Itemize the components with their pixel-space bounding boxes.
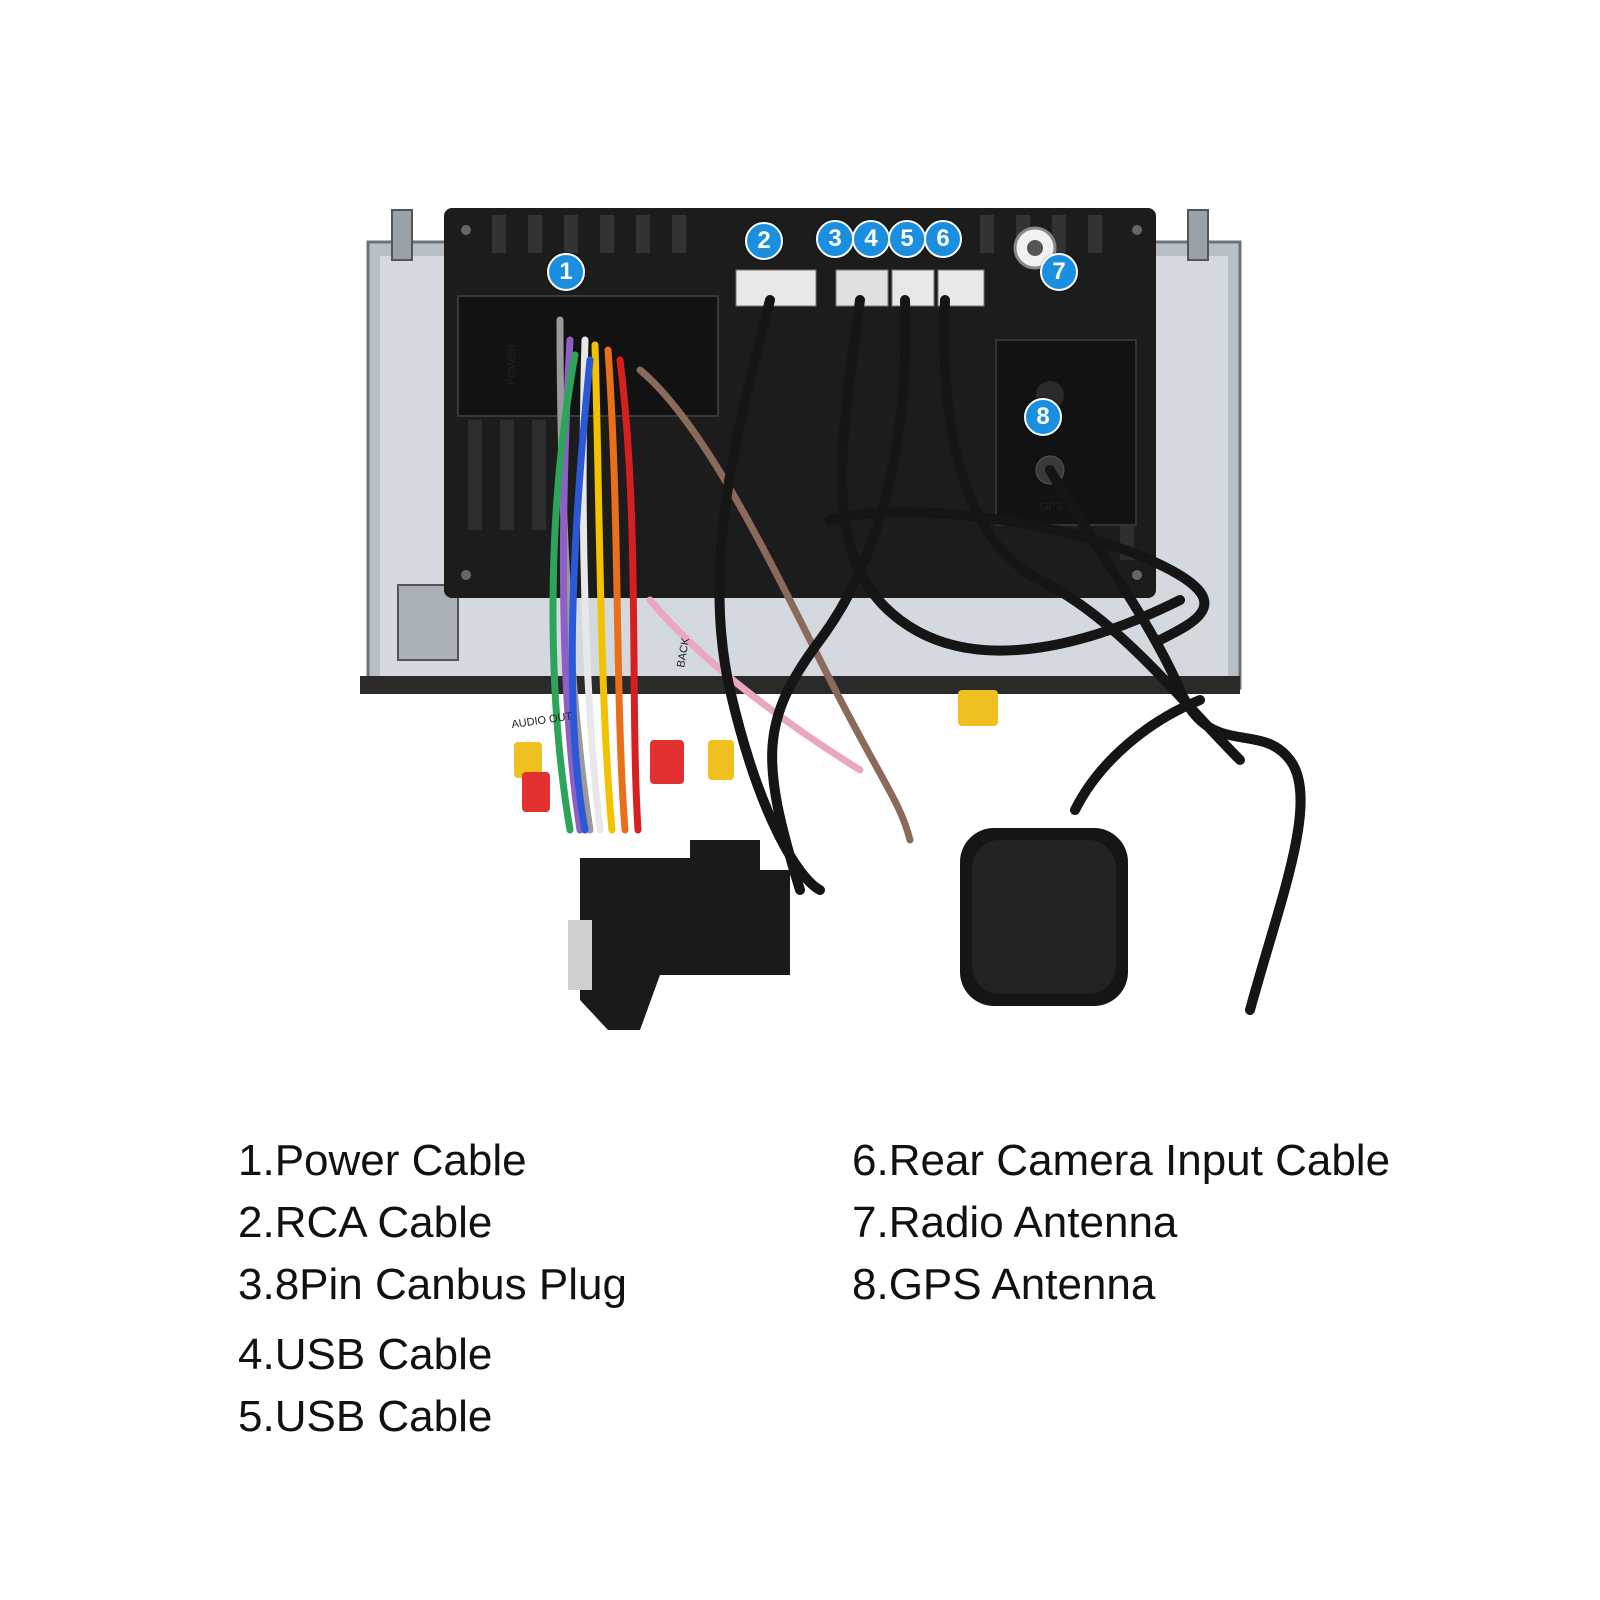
rca-plugs: AUDIO OUT BACK bbox=[511, 636, 998, 812]
rear-housing: POWER GPS bbox=[444, 208, 1156, 598]
callout-power-cable: 1 bbox=[547, 253, 585, 291]
callout-rca-cable: 2 bbox=[745, 222, 783, 260]
power-harness-wires bbox=[549, 316, 914, 844]
back-tag: BACK bbox=[675, 636, 692, 668]
black-cables bbox=[714, 295, 1306, 1015]
legend-item-gps-antenna: 8.GPS Antenna bbox=[852, 1260, 1156, 1309]
head-unit-photo: POWER GPS bbox=[360, 208, 1306, 1030]
callout-gps-antenna: 8 bbox=[1024, 398, 1062, 436]
legend-item-radio-antenna: 7.Radio Antenna bbox=[852, 1198, 1178, 1247]
gps-port-label: GPS bbox=[1040, 501, 1063, 513]
audio-out-tag: AUDIO OUT bbox=[511, 711, 573, 731]
legend-item-rca-cable: 2.RCA Cable bbox=[238, 1198, 493, 1247]
callout-usb-cable-1: 4 bbox=[852, 220, 890, 258]
callout-radio-antenna: 7 bbox=[1040, 253, 1078, 291]
callout-usb-cable-2: 5 bbox=[888, 220, 926, 258]
legend-item-usb-cable-1: 4.USB Cable bbox=[238, 1330, 493, 1379]
harness-connector-block bbox=[568, 840, 790, 1030]
power-port-label: POWER bbox=[506, 343, 518, 385]
callout-canbus-plug: 3 bbox=[816, 220, 854, 258]
callout-rear-camera-cable: 6 bbox=[924, 220, 962, 258]
legend-item-usb-cable-2: 5.USB Cable bbox=[238, 1392, 493, 1441]
legend-item-canbus-plug: 3.8Pin Canbus Plug bbox=[238, 1260, 627, 1309]
legend-item-rear-camera-cable: 6.Rear Camera Input Cable bbox=[852, 1136, 1391, 1185]
gps-antenna-puck bbox=[960, 828, 1128, 1006]
legend-item-power-cable: 1.Power Cable bbox=[238, 1136, 527, 1185]
